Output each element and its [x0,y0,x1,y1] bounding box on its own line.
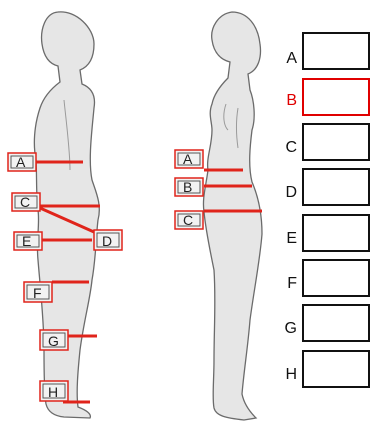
female-silhouette [203,12,262,420]
field-label-b: B [283,92,297,110]
male-tag-a-text: A [16,154,26,170]
female-tags: A B C [175,150,203,229]
measurement-input-a[interactable] [302,32,370,70]
measurement-input-c[interactable] [302,123,370,161]
female-tag-b: B [175,178,203,196]
field-label-d: D [283,184,297,202]
male-tag-a: A [8,153,36,171]
male-tag-e-text: E [22,233,31,249]
male-tag-c: C [12,193,40,211]
male-tag-e: E [14,232,42,250]
field-label-h: H [283,366,297,384]
field-label-e: E [283,230,297,248]
male-tag-d-text: D [102,233,112,249]
female-tag-a: A [175,150,203,168]
male-tag-h: H [40,381,68,401]
female-tag-c-text: C [183,212,193,228]
male-silhouette [34,12,99,418]
male-tag-d: D [94,230,122,250]
measurement-input-f[interactable] [302,259,370,297]
female-tag-b-text: B [183,179,192,195]
male-tag-f-text: F [33,285,42,301]
measurement-input-h[interactable] [302,350,370,388]
male-tag-f: F [24,282,52,302]
field-label-c: C [283,139,297,157]
male-tag-c-text: C [20,194,30,210]
female-tag-c: C [175,211,203,229]
male-tag-g: G [40,330,68,350]
male-tag-g-text: G [48,333,59,349]
male-tag-h-text: H [48,384,58,400]
measurement-input-e[interactable] [302,214,370,252]
measurement-input-d[interactable] [302,168,370,206]
measurement-input-b[interactable] [302,78,370,116]
measurement-input-g[interactable] [302,304,370,342]
female-tag-a-text: A [183,151,193,167]
field-label-a: A [283,50,297,68]
field-label-g: G [283,320,297,338]
field-label-f: F [283,275,297,293]
